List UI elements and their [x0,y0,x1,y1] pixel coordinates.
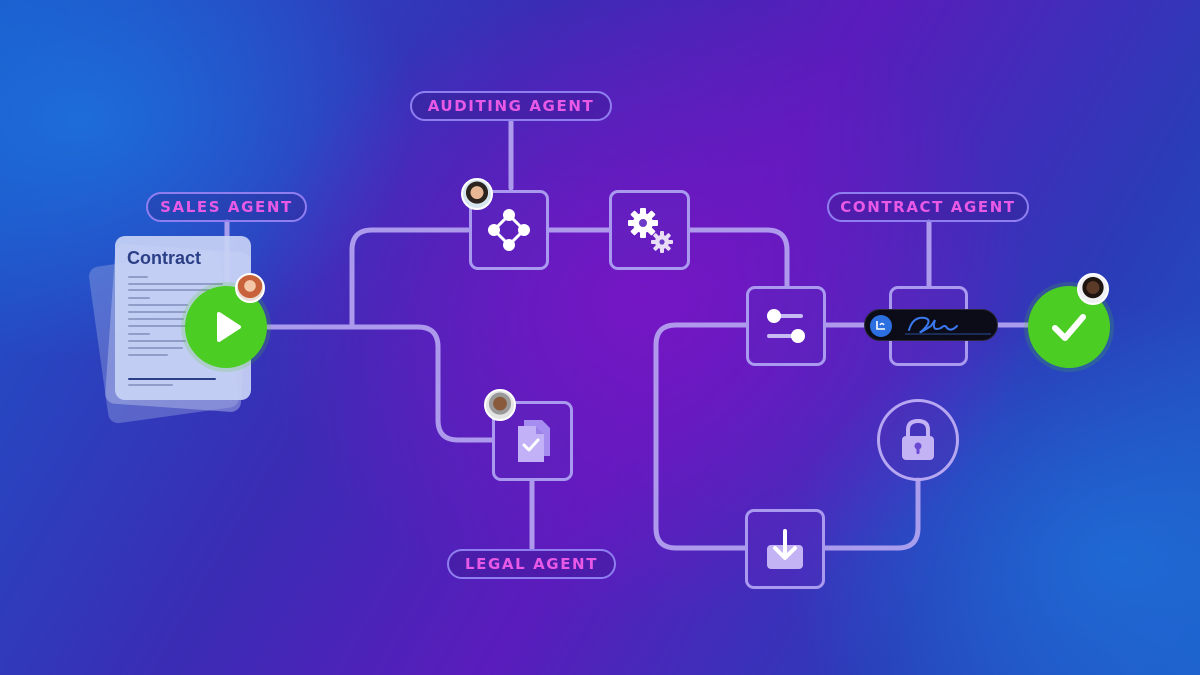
legal-review-box[interactable] [492,401,573,481]
gears-icon [627,208,673,253]
doc-line [128,325,186,327]
doc-line [128,311,186,313]
doc-line [128,304,188,306]
doc-line [128,333,150,335]
doc-line [128,283,223,285]
signature-icon [876,321,885,330]
legal-agent-label: LEGAL AGENT [447,549,616,579]
auditing-agent-avatar [461,178,493,210]
sales-agent-avatar [235,273,265,303]
filter-box[interactable] [746,286,826,366]
play-icon [217,312,241,342]
contract-agent-avatar [1077,273,1109,305]
contract-title: Contract [127,248,202,268]
doc-line [128,378,216,380]
doc-line [128,340,186,342]
document-check-icon [517,420,550,462]
doc-line [128,276,148,278]
doc-line [128,318,184,320]
workflow-nodes-icon [488,209,530,251]
doc-line [128,384,173,386]
lock-icon [902,418,934,460]
legal-agent-avatar [484,389,516,421]
sales-agent-label: SALES AGENT [146,192,307,222]
checkmark-icon [1052,314,1086,341]
download-icon [767,529,803,569]
doc-line [128,297,150,299]
signature-pill [864,309,998,341]
settings-box[interactable] [609,190,690,270]
download-box[interactable] [745,509,825,589]
signer-badge [870,315,892,337]
doc-line [128,354,168,356]
contract-agent-label: CONTRACT AGENT [827,192,1029,222]
doc-line [128,347,183,349]
doc-line [128,289,220,291]
lock-node[interactable] [877,399,959,481]
sliders-icon [767,309,805,343]
signature-scribble [905,316,991,335]
auditing-agent-label: AUDITING AGENT [410,91,612,121]
